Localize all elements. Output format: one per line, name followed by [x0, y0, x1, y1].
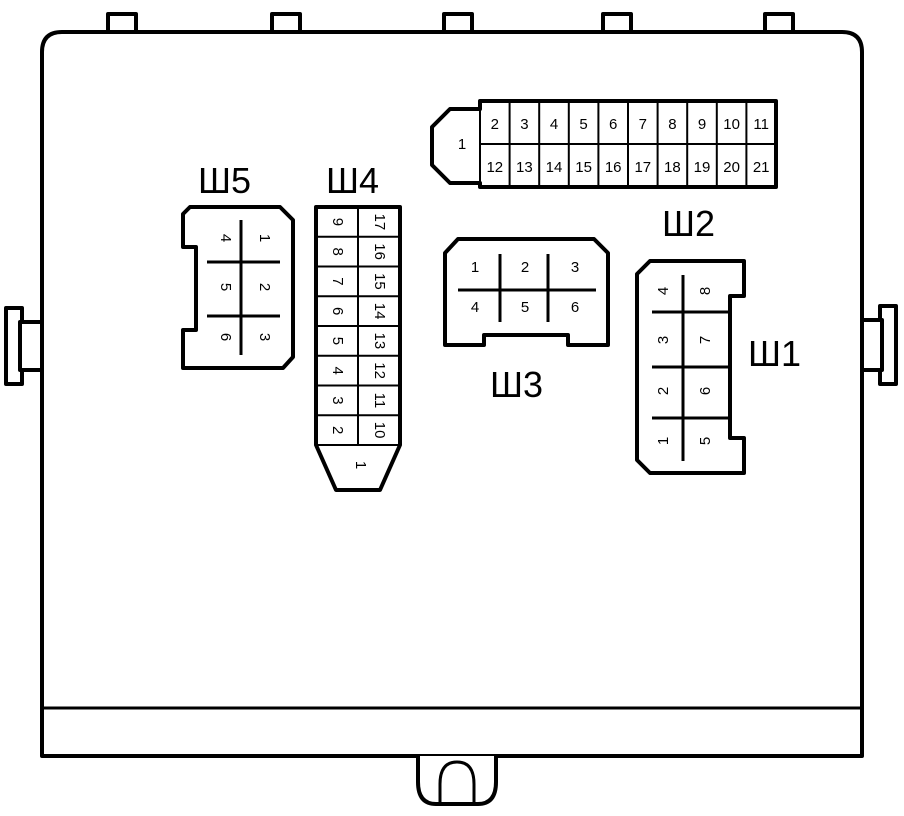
pin-label: 12 — [486, 159, 503, 176]
connector-label: Ш1 — [748, 333, 801, 374]
housing-left-mount — [4, 306, 44, 386]
pin-label: 10 — [371, 422, 388, 439]
pin-label: 18 — [664, 159, 681, 176]
pin-label: 13 — [371, 333, 388, 350]
connector-sh5: 4 1 5 2 6 3 Ш5 — [181, 160, 295, 370]
pin-label: 8 — [668, 116, 676, 133]
pin-label: 3 — [329, 396, 346, 404]
pin-label: 2 — [256, 283, 273, 291]
pin-label: 5 — [521, 299, 529, 316]
pin-label: 7 — [697, 336, 714, 344]
pin-label: 20 — [723, 159, 740, 176]
pin-label: 1 — [458, 136, 466, 153]
pin-label: 3 — [520, 116, 528, 133]
pin-label: 2 — [521, 259, 529, 276]
pin-label: 5 — [217, 283, 234, 291]
pin-label: 3 — [571, 259, 579, 276]
pin-label: 15 — [371, 273, 388, 290]
pin-label: 1 — [352, 461, 369, 469]
pin-label: 17 — [634, 159, 651, 176]
pin-label: 11 — [371, 393, 388, 409]
pin-label: 21 — [753, 159, 770, 176]
pin-label: 3 — [256, 333, 273, 341]
pin-label: 4 — [471, 299, 479, 316]
pin-label: 14 — [546, 159, 563, 176]
pin-label: 15 — [575, 159, 592, 176]
pin-label: 11 — [753, 116, 769, 133]
pin-label: 6 — [697, 387, 714, 395]
pin-label: 6 — [329, 307, 346, 315]
pin-label: 7 — [639, 116, 647, 133]
pin-label: 2 — [491, 116, 499, 133]
pin-label: 2 — [655, 387, 672, 395]
pin-label: 4 — [217, 234, 234, 242]
pin-label: 6 — [571, 299, 579, 316]
connector-sh3: 1 2 3 4 5 6 Ш3 — [443, 237, 610, 405]
pin-label: 4 — [550, 116, 558, 133]
pin-label: 1 — [471, 259, 479, 276]
pin-label: 8 — [697, 287, 714, 295]
connector-label: Ш3 — [490, 364, 543, 405]
pin-label: 9 — [698, 116, 706, 133]
pin-label: 9 — [329, 218, 346, 226]
connector-label: Ш2 — [662, 203, 715, 244]
housing-bottom-clip — [416, 756, 498, 806]
pin-label: 7 — [329, 277, 346, 285]
pin-label: 5 — [579, 116, 587, 133]
pin-label: 6 — [609, 116, 617, 133]
pin-label: 1 — [256, 234, 273, 242]
pin-label: 14 — [371, 303, 388, 320]
pin-label: 17 — [371, 214, 388, 231]
pin-label: 5 — [329, 337, 346, 345]
connector-sh2: 1 2 3 4 5 6 7 8 9 10 11 12 13 14 15 16 17 18 19 20 21 Ш2 — [430, 99, 778, 244]
pin-label: 5 — [697, 437, 714, 445]
pin-label: 19 — [694, 159, 711, 176]
connector-label: Ш5 — [198, 160, 251, 201]
pin-label: 12 — [371, 362, 388, 379]
pin-label: 4 — [329, 366, 346, 374]
pin-label: 8 — [329, 247, 346, 255]
connector-label: Ш4 — [326, 160, 379, 201]
pin-label: 2 — [329, 426, 346, 434]
pin-label: 13 — [516, 159, 533, 176]
pin-label: 4 — [655, 287, 672, 295]
pin-label: 3 — [655, 336, 672, 344]
pin-label: 6 — [217, 333, 234, 341]
pin-label: 1 — [655, 437, 672, 445]
housing-right-mount — [858, 304, 898, 386]
connector-sh1: 4 8 3 7 2 6 1 5 Ш1 — [635, 259, 801, 475]
pin-label: 10 — [723, 116, 740, 133]
connector-sh4: 9 8 7 6 5 4 3 2 17 16 15 14 13 12 11 10 1 Ш4 — [314, 160, 402, 492]
pin-label: 16 — [371, 243, 388, 260]
pin-label: 16 — [605, 159, 622, 176]
housing-bottom-clip-slot — [438, 760, 476, 804]
